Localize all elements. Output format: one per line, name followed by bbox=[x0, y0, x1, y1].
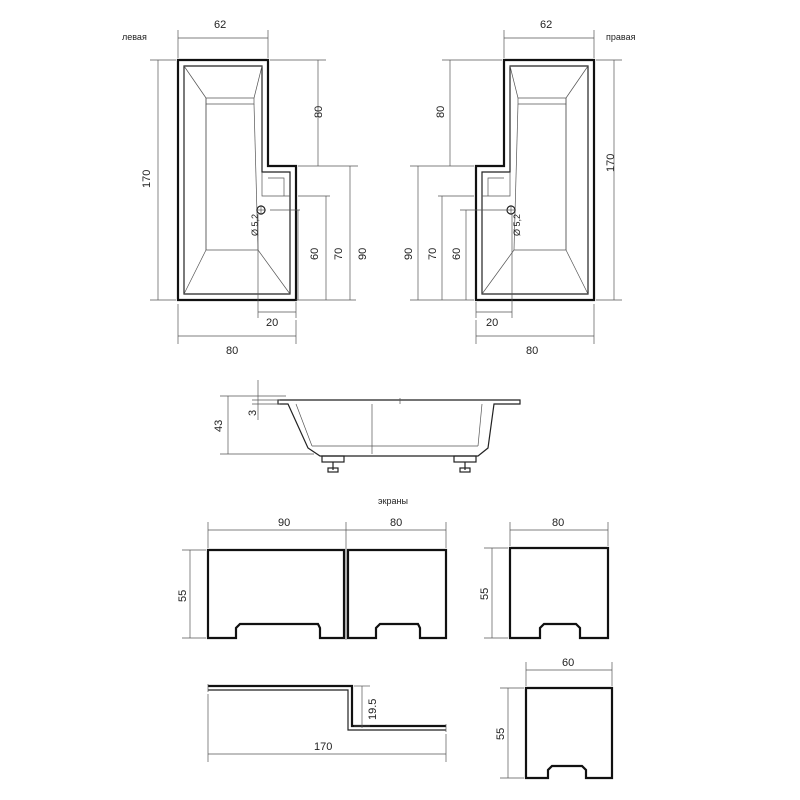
left-bathtub-plan: левая Ø 5,2 62 170 bbox=[122, 19, 369, 357]
screen-dim-55-front: 55 bbox=[177, 590, 189, 602]
left-dim-170: 170 bbox=[141, 170, 153, 188]
left-dim-60: 60 bbox=[309, 248, 321, 260]
left-tub-outline bbox=[176, 58, 298, 302]
left-drain-label: Ø 5,2 bbox=[250, 214, 260, 236]
left-dim-62: 62 bbox=[214, 19, 226, 31]
side-dim-3: 3 bbox=[247, 410, 259, 416]
side-screen-80: 80 55 bbox=[479, 517, 610, 640]
side-dim-43: 43 bbox=[213, 420, 225, 432]
right-dim-90: 90 bbox=[403, 248, 415, 260]
side-screen-dim-80: 80 bbox=[552, 517, 564, 529]
left-dim-80-bottom: 80 bbox=[226, 345, 238, 357]
side-screen-80-panel bbox=[508, 546, 610, 640]
left-dim-90: 90 bbox=[357, 248, 369, 260]
side-screen-60-panel bbox=[524, 686, 614, 780]
side-screen-dim-60: 60 bbox=[562, 657, 574, 669]
right-dim-170: 170 bbox=[605, 154, 617, 172]
screen-plan-outline bbox=[208, 684, 446, 728]
right-label: правая bbox=[606, 32, 636, 42]
side-tub-profile bbox=[277, 399, 521, 457]
bathtub-side-view: 43 3 bbox=[213, 380, 521, 473]
screen-90-panel bbox=[206, 548, 346, 640]
left-dim-70: 70 bbox=[333, 248, 345, 260]
right-dim-80-vert: 80 bbox=[435, 106, 447, 118]
screen-80-panel bbox=[346, 548, 448, 640]
right-dim-60: 60 bbox=[451, 248, 463, 260]
screen-dim-90: 90 bbox=[278, 517, 290, 529]
right-dim-62: 62 bbox=[540, 19, 552, 31]
screen-plan-dim-19-5: 19.5 bbox=[367, 699, 379, 720]
screen-dim-80: 80 bbox=[390, 517, 402, 529]
front-screen-panel: 90 80 55 bbox=[177, 517, 448, 640]
side-leg-right bbox=[453, 455, 477, 473]
right-drain-label: Ø 5,2 bbox=[512, 214, 522, 236]
left-dim-20: 20 bbox=[266, 317, 278, 329]
left-dim-80-vert: 80 bbox=[313, 106, 325, 118]
side-screen-60-dim-55: 55 bbox=[495, 728, 507, 740]
right-drain-icon bbox=[506, 205, 516, 215]
left-tub-basin bbox=[183, 65, 291, 295]
right-dim-80-bottom: 80 bbox=[526, 345, 538, 357]
right-dim-20: 20 bbox=[486, 317, 498, 329]
right-tub-outline bbox=[474, 58, 596, 302]
right-bathtub-plan: правая Ø 5,2 62 170 80 bbox=[403, 19, 636, 357]
left-label: левая bbox=[122, 32, 147, 42]
left-drain-icon bbox=[256, 205, 266, 215]
right-dim-70: 70 bbox=[427, 248, 439, 260]
screen-plan-dim-170: 170 bbox=[314, 741, 332, 753]
side-screen-dim-55: 55 bbox=[479, 588, 491, 600]
side-screen-60: 60 55 bbox=[495, 657, 614, 780]
right-tub-basin bbox=[481, 65, 589, 295]
side-leg-left bbox=[321, 455, 345, 473]
screen-plan-view: 19.5 170 bbox=[207, 684, 447, 762]
screens-label: экраны bbox=[378, 496, 408, 506]
